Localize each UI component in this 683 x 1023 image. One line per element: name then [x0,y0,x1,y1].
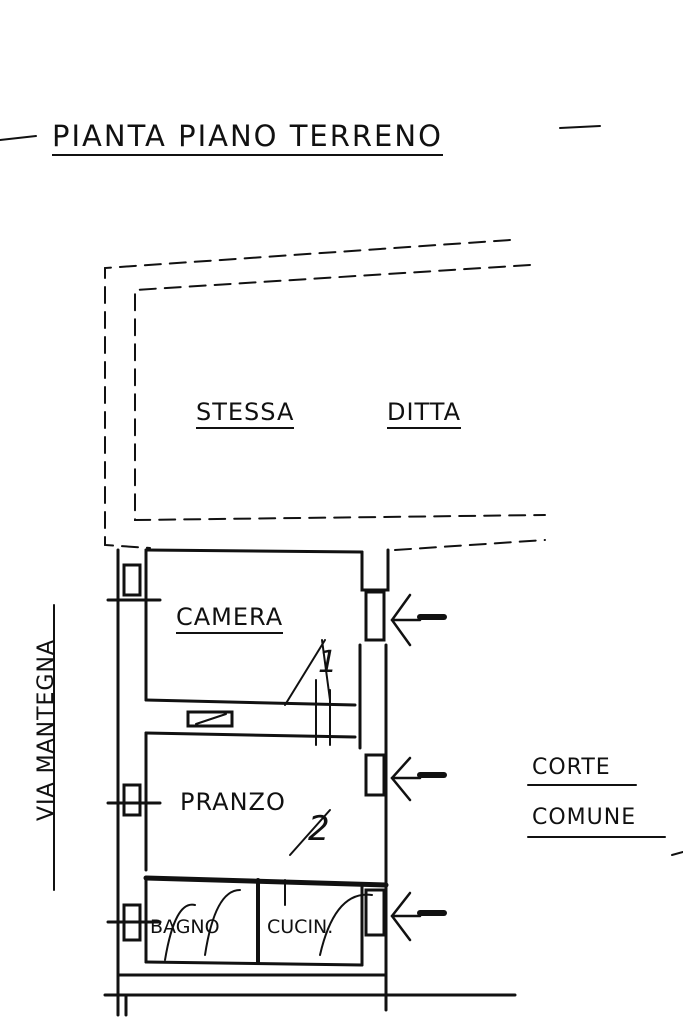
title-rule-left [0,135,37,141]
edge-mark [671,851,683,856]
title-rule-right [559,125,601,129]
label-comune: COMUNE [532,805,637,830]
entrance-arrows [390,593,447,942]
door-marks [164,639,373,961]
plan-title: PIANTA PIANO TERRENO [52,122,443,156]
room-label-pranzo: PRANZO [180,788,286,816]
room-label-bagno: BAGNO [150,916,220,938]
room-number-camera: 1 [318,645,339,680]
label-ditta: DITTA [387,400,462,429]
room-number-pranzo: 2 [308,809,331,849]
label-stessa: STESSA [196,400,295,429]
room-label-cucina: CUCIN. [267,916,334,938]
neighbour-property-outline [104,239,546,551]
internal-walls [143,679,389,967]
room-label-camera: CAMERA [176,605,284,634]
outer-walls [103,548,517,1017]
label-corte: CORTE [532,755,611,780]
street-label-via-mantegna: VIA MANTEGNA [34,639,59,821]
